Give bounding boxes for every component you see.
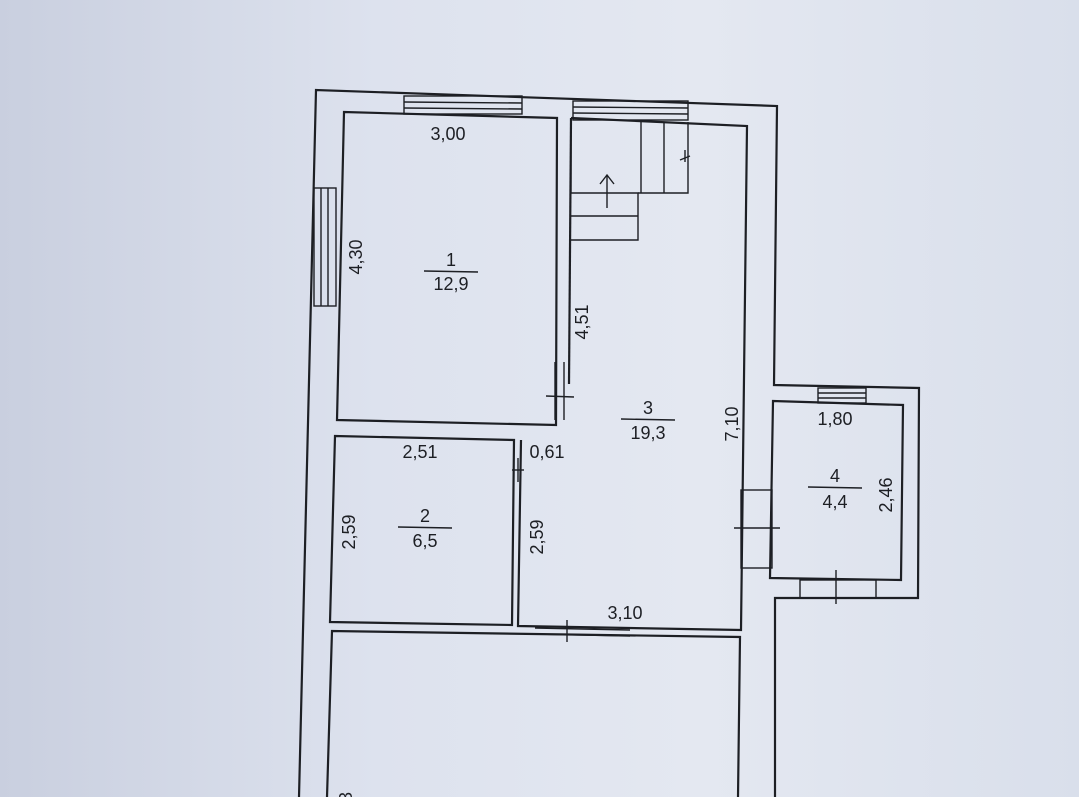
- staircase: [570, 122, 691, 241]
- room-1-number: 1: [446, 250, 456, 270]
- door-room4: [734, 489, 780, 569]
- dim-room4-height: 2,46: [876, 477, 896, 512]
- dim-room1-width: 3,00: [430, 124, 465, 144]
- room-2-area: 6,5: [412, 531, 437, 551]
- dim-door-gap: 0,61: [529, 442, 564, 462]
- room-3-label: 3 19,3: [620, 398, 676, 443]
- room-lower: [325, 629, 742, 797]
- window-top-room3: [572, 100, 689, 121]
- dim-room3-width: 3,10: [607, 603, 642, 623]
- door-room1: [545, 362, 575, 420]
- window-bottom-room4: [799, 570, 877, 604]
- room-4-number: 4: [830, 466, 840, 486]
- room-2-label: 2 6,5: [397, 506, 453, 551]
- room-1: [335, 110, 559, 427]
- dim-room1-height: 4,30: [346, 239, 366, 274]
- dim-room4-width: 1,80: [817, 409, 852, 429]
- dim-room2-width: 2,51: [402, 442, 437, 462]
- room-1-area: 12,9: [433, 274, 468, 294]
- room-4-label: 4 4,4: [807, 466, 863, 512]
- room-2: [328, 434, 516, 627]
- outer-wall: [297, 88, 921, 797]
- room-2-number: 2: [420, 506, 430, 526]
- dim-room3-lower-height: 2,59: [527, 519, 547, 554]
- room-3-number: 3: [643, 398, 653, 418]
- cut-off-label: 3: [336, 792, 356, 797]
- window-top-room1: [403, 95, 523, 115]
- room-3: [516, 116, 749, 632]
- dim-room3-upper-height: 4,51: [572, 304, 592, 339]
- door-room3-bottom: [534, 620, 631, 642]
- room-1-label: 1 12,9: [423, 250, 479, 294]
- door-room2: [512, 458, 524, 482]
- dim-room3-full-height: 7,10: [722, 406, 742, 441]
- room-3-area: 19,3: [630, 423, 665, 443]
- window-left-room1: [313, 187, 337, 307]
- window-top-room4: [817, 387, 867, 404]
- dim-room2-height: 2,59: [339, 514, 359, 549]
- room-4-area: 4,4: [822, 492, 847, 512]
